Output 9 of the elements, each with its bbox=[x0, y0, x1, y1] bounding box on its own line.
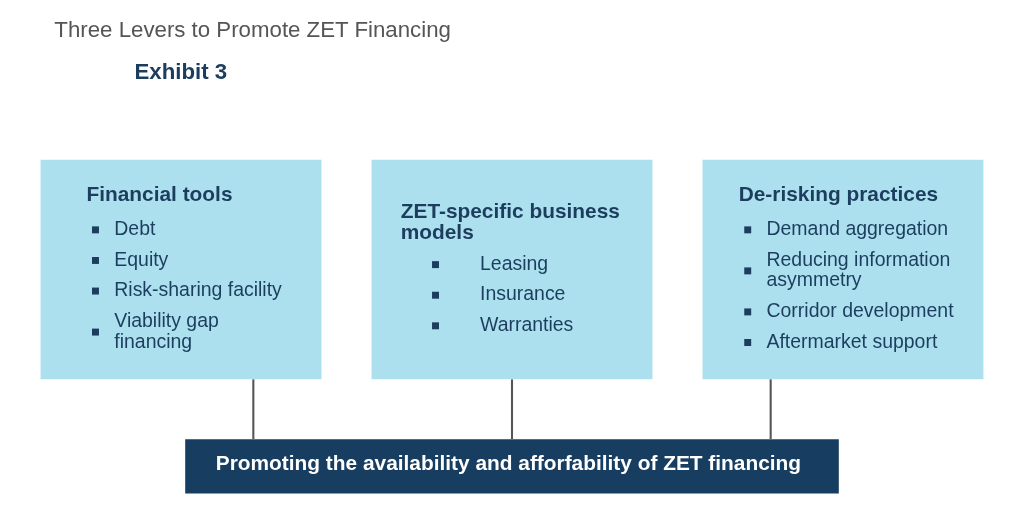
node-box: Financial tools Debt Equity Risk-sharing facility Viability gap financing bbox=[40, 159, 322, 380]
node-box: ZET-specific business models Leasing Insurance Warranties bbox=[371, 159, 653, 380]
label: Exhibit 3 bbox=[134, 58, 228, 84]
connector bbox=[769, 379, 772, 439]
connector bbox=[510, 379, 514, 439]
node-box: Promoting the availability and afforfability of ZET financing bbox=[185, 439, 839, 494]
connector bbox=[252, 379, 255, 439]
node-box: De-risking practices Demand aggregation Reducing information asymmetry Corridor development Aftermarket support bbox=[702, 159, 984, 380]
diagram-title: Three Levers to Promote ZET Financing bbox=[54, 16, 451, 42]
